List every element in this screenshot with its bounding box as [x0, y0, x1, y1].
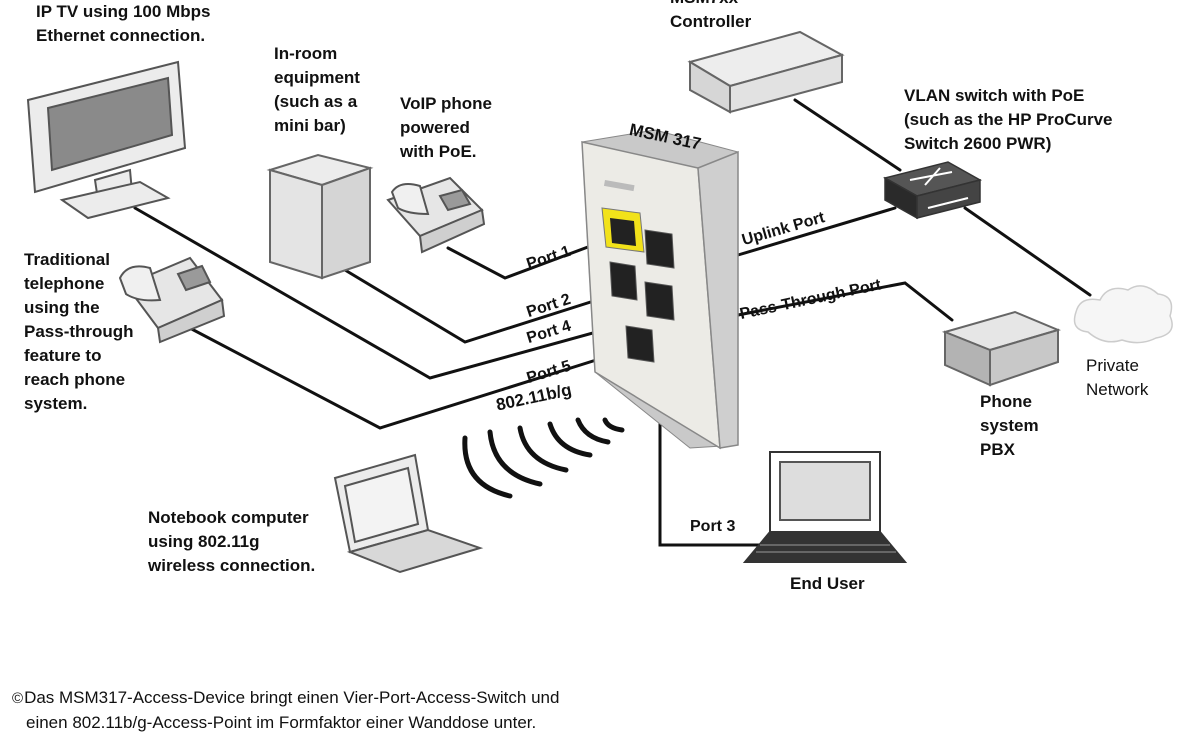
- traditional-phone-icon: [118, 256, 226, 344]
- pbx-box-icon: [941, 310, 1061, 387]
- vlan-switch-icon: [882, 161, 983, 220]
- label-private-network: Private Network: [1086, 356, 1149, 399]
- notebook-computer-icon: [333, 453, 484, 574]
- controller-box-icon: [687, 30, 845, 114]
- label-phone-system: Phone system PBX: [980, 392, 1039, 459]
- line-voip-port1: [446, 236, 614, 280]
- port2-jack: [609, 261, 638, 301]
- label-iptv: IP TV using 100 Mbps Ethernet connection…: [36, 2, 211, 45]
- wifi-waves: [462, 417, 625, 499]
- line-switch-cloud: [963, 206, 1092, 297]
- line-phone-port5: [163, 313, 630, 430]
- label-inroom: In-room equipment (such as a mini bar): [274, 44, 360, 135]
- label-port3: Port 3: [690, 518, 736, 535]
- connection-lines: [133, 98, 1092, 547]
- line-passthrough: [736, 281, 954, 322]
- port4-jack: [644, 281, 675, 321]
- label-notebook: Notebook computer using 802.11g wireless…: [148, 508, 316, 575]
- copyright-symbol: ©: [12, 690, 24, 707]
- port5-jack: [625, 325, 655, 363]
- label-voip: VoIP phone powered with PoE.: [400, 94, 492, 161]
- end-user-laptop-icon: [742, 451, 908, 563]
- line-tv-port4: [133, 206, 642, 380]
- private-network-cloud-icon: [1073, 285, 1173, 344]
- label-end-user: End User: [790, 574, 865, 593]
- label-traditional: Traditional telephone using the Pass-thr…: [24, 250, 134, 413]
- caption-line1: Das MSM317-Access-Device bringt einen Vi…: [24, 688, 560, 707]
- figure-caption: ©Das MSM317-Access-Device bringt einen V…: [12, 686, 1192, 735]
- network-diagram: [26, 30, 1173, 574]
- line-uplink: [736, 206, 897, 257]
- minibar-cabinet-icon: [266, 153, 374, 280]
- line-controller-switch: [793, 98, 902, 172]
- label-controller: MSM7xx Controller: [670, 0, 752, 31]
- voip-phone-icon: [386, 176, 486, 254]
- line-minibar-port2: [343, 268, 624, 344]
- msm317-device-icon: [581, 129, 739, 450]
- caption-line2: einen 802.11b/g-Access-Point im Formfakt…: [26, 713, 537, 732]
- tv-monitor-icon: [26, 60, 187, 220]
- uplink-jack: [644, 229, 675, 269]
- label-vlan: VLAN switch with PoE (such as the HP Pro…: [904, 86, 1113, 153]
